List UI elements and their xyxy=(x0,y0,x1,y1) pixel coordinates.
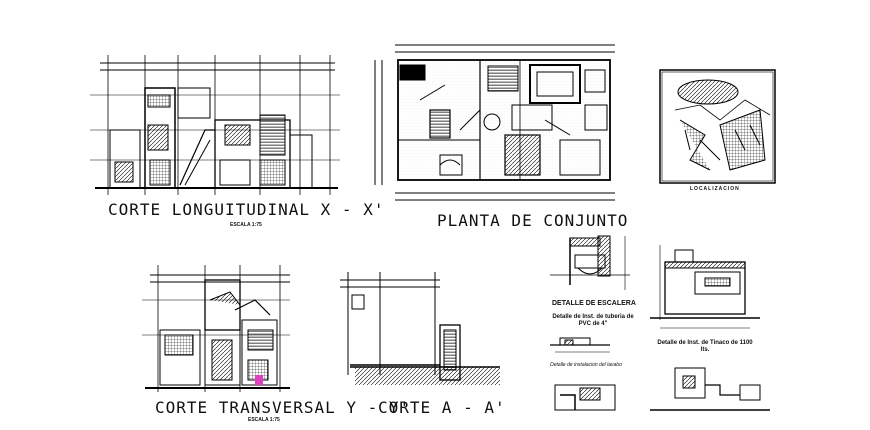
corte-a-drawing xyxy=(340,272,500,385)
location-map-drawing xyxy=(659,69,776,184)
corte-transversal-drawing xyxy=(142,265,290,392)
location-caption: LOCALIZACION xyxy=(690,186,740,192)
detalle-escalera-drawing xyxy=(550,235,630,290)
corte-a-title: CORTE A - A' xyxy=(378,398,506,417)
planta-de-conjunto-title: PLANTA DE CONJUNTO xyxy=(437,211,629,230)
corte-transversal-title: CORTE TRANSVERSAL Y - Y' xyxy=(155,398,411,417)
detalle-escalera-title: DETALLE DE ESCALERA xyxy=(552,300,636,307)
detalle-tinaco-title: Detalle de Inst. de Tinaco de 1100 lts. xyxy=(657,340,753,353)
planta-de-conjunto-drawing xyxy=(374,44,615,201)
detalle-tuberia-title: Detalle de Inst. de tuberia de PVC de 4" xyxy=(552,314,634,327)
detalle-tinaco-drawing xyxy=(650,245,760,329)
detalle-lavabo-drawing xyxy=(550,337,616,411)
corte-longitudinal-scale: ESCALA 1:75 xyxy=(230,222,262,228)
corte-transversal-scale: ESCALA 1:75 xyxy=(248,417,280,423)
corte-longitudinal-title: CORTE LONGUITUDINAL X - X' xyxy=(108,200,385,219)
detalle-lavabo-title: Detalle de instalacion del lavabo xyxy=(550,362,622,368)
corte-longitudinal-drawing xyxy=(90,55,340,195)
detalle-tuberia-drawing xyxy=(650,367,770,411)
